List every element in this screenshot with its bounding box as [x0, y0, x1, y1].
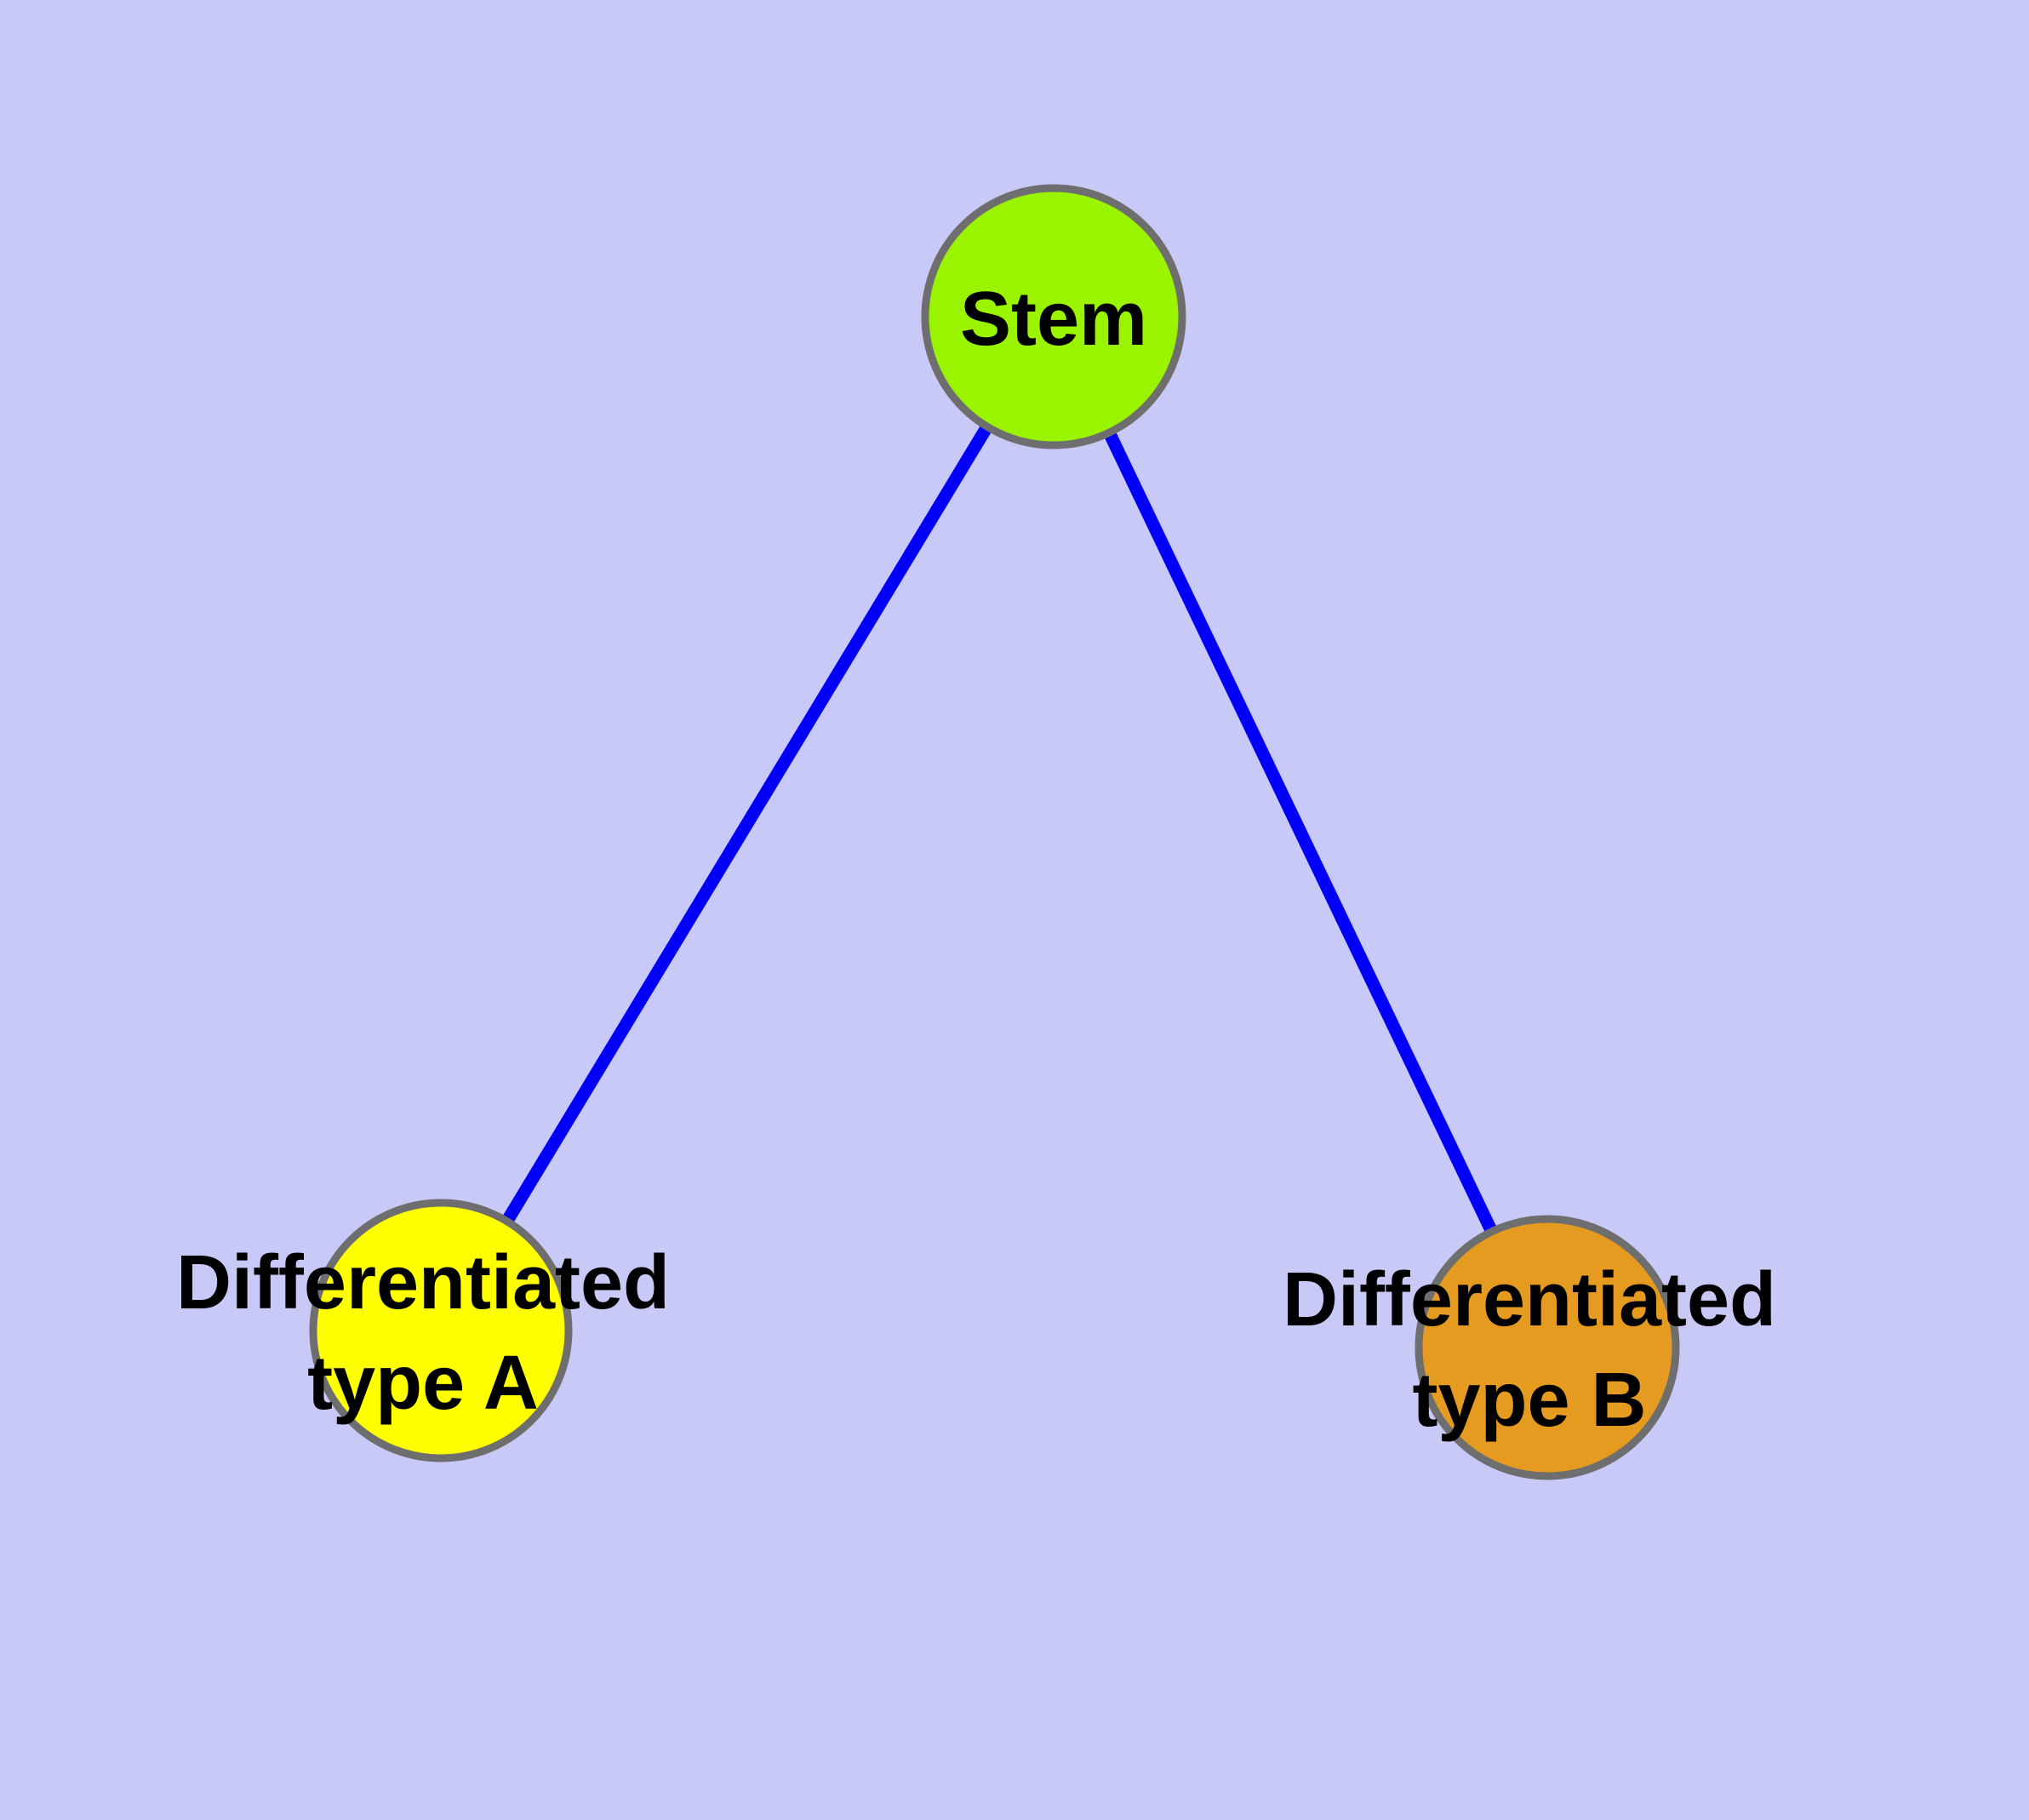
edge-stem-to-type-b[interactable]	[1048, 313, 1553, 1351]
type-b-node-circle[interactable]	[1415, 1215, 1680, 1480]
type-b-node-label-line2: type B	[1412, 1358, 1646, 1443]
type-b-node: Differentiated type B	[1283, 1215, 1776, 1480]
type-a-node-label-line1: Differentiated	[176, 1240, 670, 1325]
type-a-node-circle[interactable]	[309, 1199, 573, 1462]
type-a-node: Differentiated type A	[176, 1199, 670, 1462]
stem-node-circle[interactable]	[921, 184, 1186, 449]
type-b-node-label-line1: Differentiated	[1283, 1257, 1776, 1342]
stem-node-label: Stem	[960, 277, 1147, 362]
edge-stem-to-type-a[interactable]	[435, 313, 1060, 1334]
type-a-node-label-line2: type A	[307, 1341, 539, 1426]
stem-node: Stem	[921, 184, 1186, 449]
